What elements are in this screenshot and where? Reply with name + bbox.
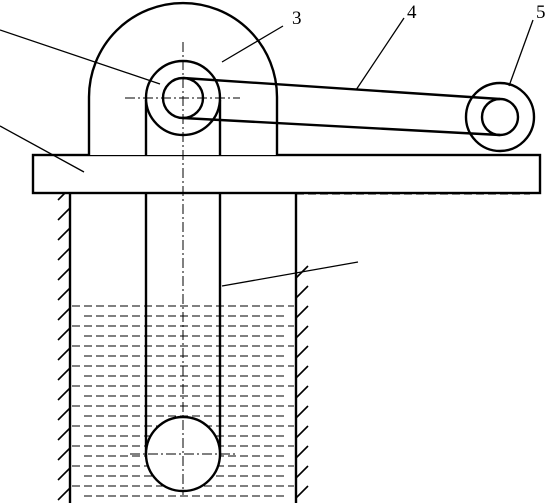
label-motor-pulley: 5 (536, 2, 546, 23)
leader-plate (0, 125, 85, 173)
center-lines (125, 42, 240, 495)
leader-belt (355, 17, 405, 91)
drive-belt-bottom (182, 116, 501, 137)
leader-vertical-belt (221, 261, 359, 287)
label-belt: 4 (407, 2, 417, 23)
right-wall-hatching (295, 265, 309, 499)
left-wall-hatching (57, 187, 71, 501)
motor-pulley-hub (480, 97, 520, 137)
drive-belt (182, 76, 501, 137)
leader-bracket (221, 25, 284, 63)
label-bracket: 3 (292, 8, 302, 29)
drive-belt-top (182, 76, 501, 101)
leader-head-pulley (0, 29, 161, 85)
leader-motor-pulley (508, 19, 534, 87)
leader-lines (0, 17, 534, 287)
mounting-plate (31, 153, 542, 195)
